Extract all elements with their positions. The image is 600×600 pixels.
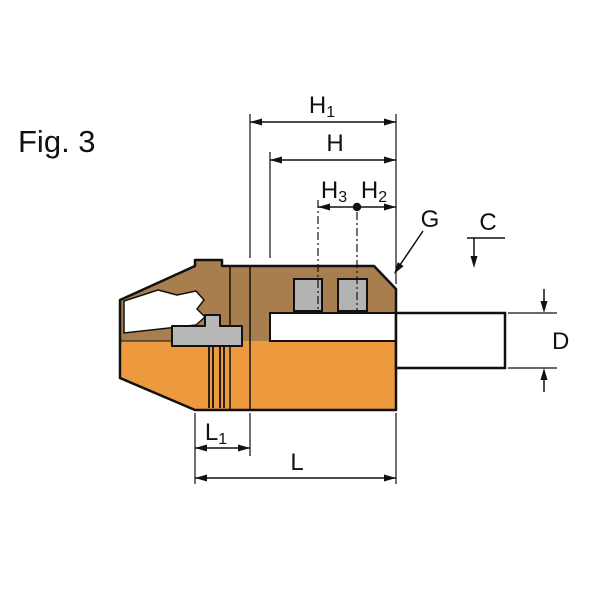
dim-label-l1: L1 bbox=[205, 419, 227, 448]
arrowhead-right bbox=[384, 474, 396, 482]
arrowhead-right bbox=[384, 203, 396, 211]
dim-label-c: C bbox=[479, 209, 496, 236]
tool-body bbox=[118, 258, 507, 412]
dimension-h3-h2: H3 H2 bbox=[317, 177, 396, 314]
arrowhead-bottom bbox=[540, 368, 548, 380]
body-outline bbox=[118, 258, 398, 412]
dim-label-h1: H1 bbox=[309, 92, 335, 121]
arrowhead-left bbox=[250, 118, 262, 126]
datum-dot bbox=[352, 202, 362, 212]
dimension-g: G bbox=[394, 206, 439, 274]
dim-label-g: G bbox=[421, 206, 440, 233]
dimension-c: C bbox=[467, 209, 505, 268]
arrowhead-right bbox=[384, 156, 396, 164]
leader-line bbox=[399, 230, 424, 266]
bore bbox=[269, 312, 397, 342]
arrowhead-left bbox=[195, 474, 207, 482]
dim-label-h3: H3 bbox=[321, 177, 347, 206]
dim-label-d: D bbox=[552, 328, 569, 355]
slot-2 bbox=[337, 278, 368, 312]
arrowhead bbox=[470, 256, 478, 268]
dimension-h1: H1 bbox=[249, 92, 397, 284]
dimension-l: L bbox=[195, 413, 397, 484]
shank-hollow bbox=[123, 289, 206, 334]
arrowhead-right bbox=[238, 444, 250, 452]
clamp-piece bbox=[171, 314, 243, 347]
pilot-shaft bbox=[394, 311, 507, 370]
figure-label: Fig. 3 bbox=[18, 124, 96, 159]
dimension-l1: L1 bbox=[194, 413, 251, 484]
arrowhead-left bbox=[195, 444, 207, 452]
dimension-h: H bbox=[269, 130, 396, 258]
dim-label-l: L bbox=[290, 449, 303, 476]
arrowhead-right bbox=[384, 118, 396, 126]
dim-label-h: H bbox=[326, 130, 343, 157]
arrowhead-left bbox=[270, 156, 282, 164]
slot-1 bbox=[293, 278, 323, 312]
arrowhead-left bbox=[318, 203, 330, 211]
arrowhead-top bbox=[540, 301, 548, 313]
arrowhead bbox=[394, 262, 404, 274]
dim-label-h2: H2 bbox=[361, 177, 387, 206]
dimension-d: D bbox=[508, 289, 569, 392]
